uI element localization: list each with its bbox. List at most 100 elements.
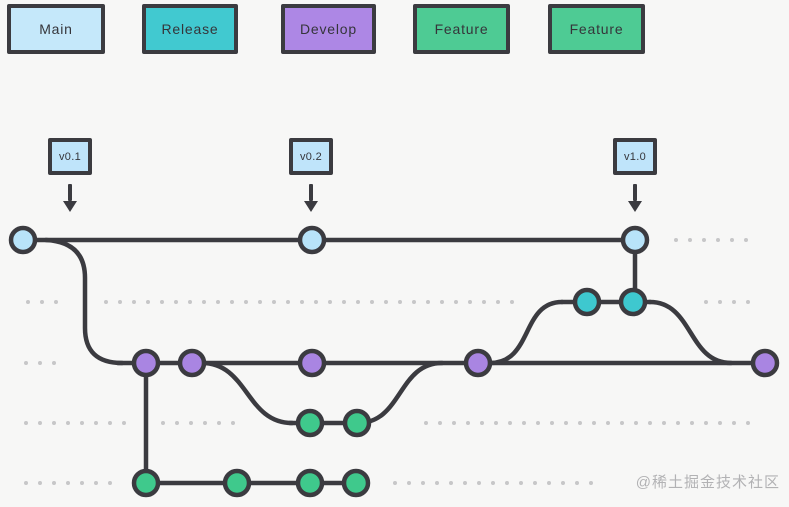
- legend-label-feature-1: Feature: [434, 21, 489, 37]
- lane-dot: [38, 421, 42, 425]
- lane-dot: [561, 481, 565, 485]
- commit-node-main: [620, 225, 650, 255]
- commit-node-main: [8, 225, 38, 255]
- lane-dot: [702, 238, 706, 242]
- lane-dot: [26, 300, 30, 304]
- lane-dot: [491, 481, 495, 485]
- lane-dot: [690, 421, 694, 425]
- lane-dot: [314, 300, 318, 304]
- lane-dot: [407, 481, 411, 485]
- lane-dot: [80, 421, 84, 425]
- lane-dot: [480, 421, 484, 425]
- tag-v0-2: v0.2: [289, 138, 333, 212]
- lane-dot: [118, 300, 122, 304]
- tag-label-v0-2: v0.2: [300, 150, 322, 163]
- lane-dot: [122, 421, 126, 425]
- lane-dot: [231, 421, 235, 425]
- lane-dot: [662, 421, 666, 425]
- down-arrow-icon: [63, 184, 77, 212]
- commit-node-develop: [463, 348, 493, 378]
- legend-label-develop: Develop: [300, 21, 357, 37]
- lane-dot: [258, 300, 262, 304]
- commit-node-feature: [295, 408, 325, 438]
- lane-dot: [356, 300, 360, 304]
- lane-dot: [547, 481, 551, 485]
- lane-dot: [94, 481, 98, 485]
- legend-box-main: Main: [7, 4, 105, 54]
- lane-dot: [676, 421, 680, 425]
- lane-dot: [589, 481, 593, 485]
- lane-dot: [575, 481, 579, 485]
- lane-dot: [704, 300, 708, 304]
- lane-dot: [578, 421, 582, 425]
- lane-dot: [203, 421, 207, 425]
- lane-dot: [342, 300, 346, 304]
- lane-dot: [510, 300, 514, 304]
- lane-dot: [174, 300, 178, 304]
- lane-dot: [189, 421, 193, 425]
- lane-dot: [328, 300, 332, 304]
- merge-feature-a-to-develop: [355, 360, 445, 426]
- lane-dot: [496, 300, 500, 304]
- commit-node-feature: [295, 468, 325, 498]
- lane-dot: [494, 421, 498, 425]
- lane-dot: [370, 300, 374, 304]
- lane-dot: [466, 421, 470, 425]
- lane-dot: [244, 300, 248, 304]
- lane-dot: [454, 300, 458, 304]
- lane-dot: [216, 300, 220, 304]
- lane-dot: [732, 421, 736, 425]
- lane-dot: [519, 481, 523, 485]
- lane-dot: [730, 238, 734, 242]
- lane-dot: [66, 421, 70, 425]
- commit-node-develop: [297, 348, 327, 378]
- lane-dot: [94, 421, 98, 425]
- lane-dot: [175, 421, 179, 425]
- lane-dot: [482, 300, 486, 304]
- commit-node-main: [297, 225, 327, 255]
- legend-box-feature-1: Feature: [413, 4, 510, 54]
- lane-dot: [108, 481, 112, 485]
- lane-dot: [188, 300, 192, 304]
- lane-dot: [38, 481, 42, 485]
- lane-dot: [463, 481, 467, 485]
- lane-dot: [744, 238, 748, 242]
- lane-dot: [40, 300, 44, 304]
- branch-main-to-develop: [43, 237, 125, 366]
- merge-release-to-develop: [647, 299, 734, 366]
- lane-dot: [704, 421, 708, 425]
- lane-dot: [564, 421, 568, 425]
- lane-dot: [477, 481, 481, 485]
- lane-dot: [648, 421, 652, 425]
- lane-dot: [421, 481, 425, 485]
- lane-dot: [286, 300, 290, 304]
- lane-dot: [440, 300, 444, 304]
- down-arrow-icon: [304, 184, 318, 212]
- lane-dot: [505, 481, 509, 485]
- tag-box-v1-0: v1.0: [613, 138, 657, 175]
- lane-dot: [452, 421, 456, 425]
- legend-box-release: Release: [142, 4, 238, 54]
- lane-dot: [398, 300, 402, 304]
- lane-dot: [272, 300, 276, 304]
- lane-dot: [746, 421, 750, 425]
- lane-dot: [536, 421, 540, 425]
- commit-node-develop: [177, 348, 207, 378]
- lane-dot: [66, 481, 70, 485]
- tag-v0-1: v0.1: [48, 138, 92, 212]
- lane-dot: [426, 300, 430, 304]
- lane-dot: [104, 300, 108, 304]
- lane-dot: [146, 300, 150, 304]
- legend-label-release: Release: [161, 21, 219, 37]
- commit-node-develop: [750, 348, 780, 378]
- lane-dot: [606, 421, 610, 425]
- lane-dot: [393, 481, 397, 485]
- lane-dot: [424, 421, 428, 425]
- lane-dot: [746, 300, 750, 304]
- lane-dot: [52, 421, 56, 425]
- lane-dot: [52, 481, 56, 485]
- lane-dot: [592, 421, 596, 425]
- lane-dot: [468, 300, 472, 304]
- lane-dot: [54, 300, 58, 304]
